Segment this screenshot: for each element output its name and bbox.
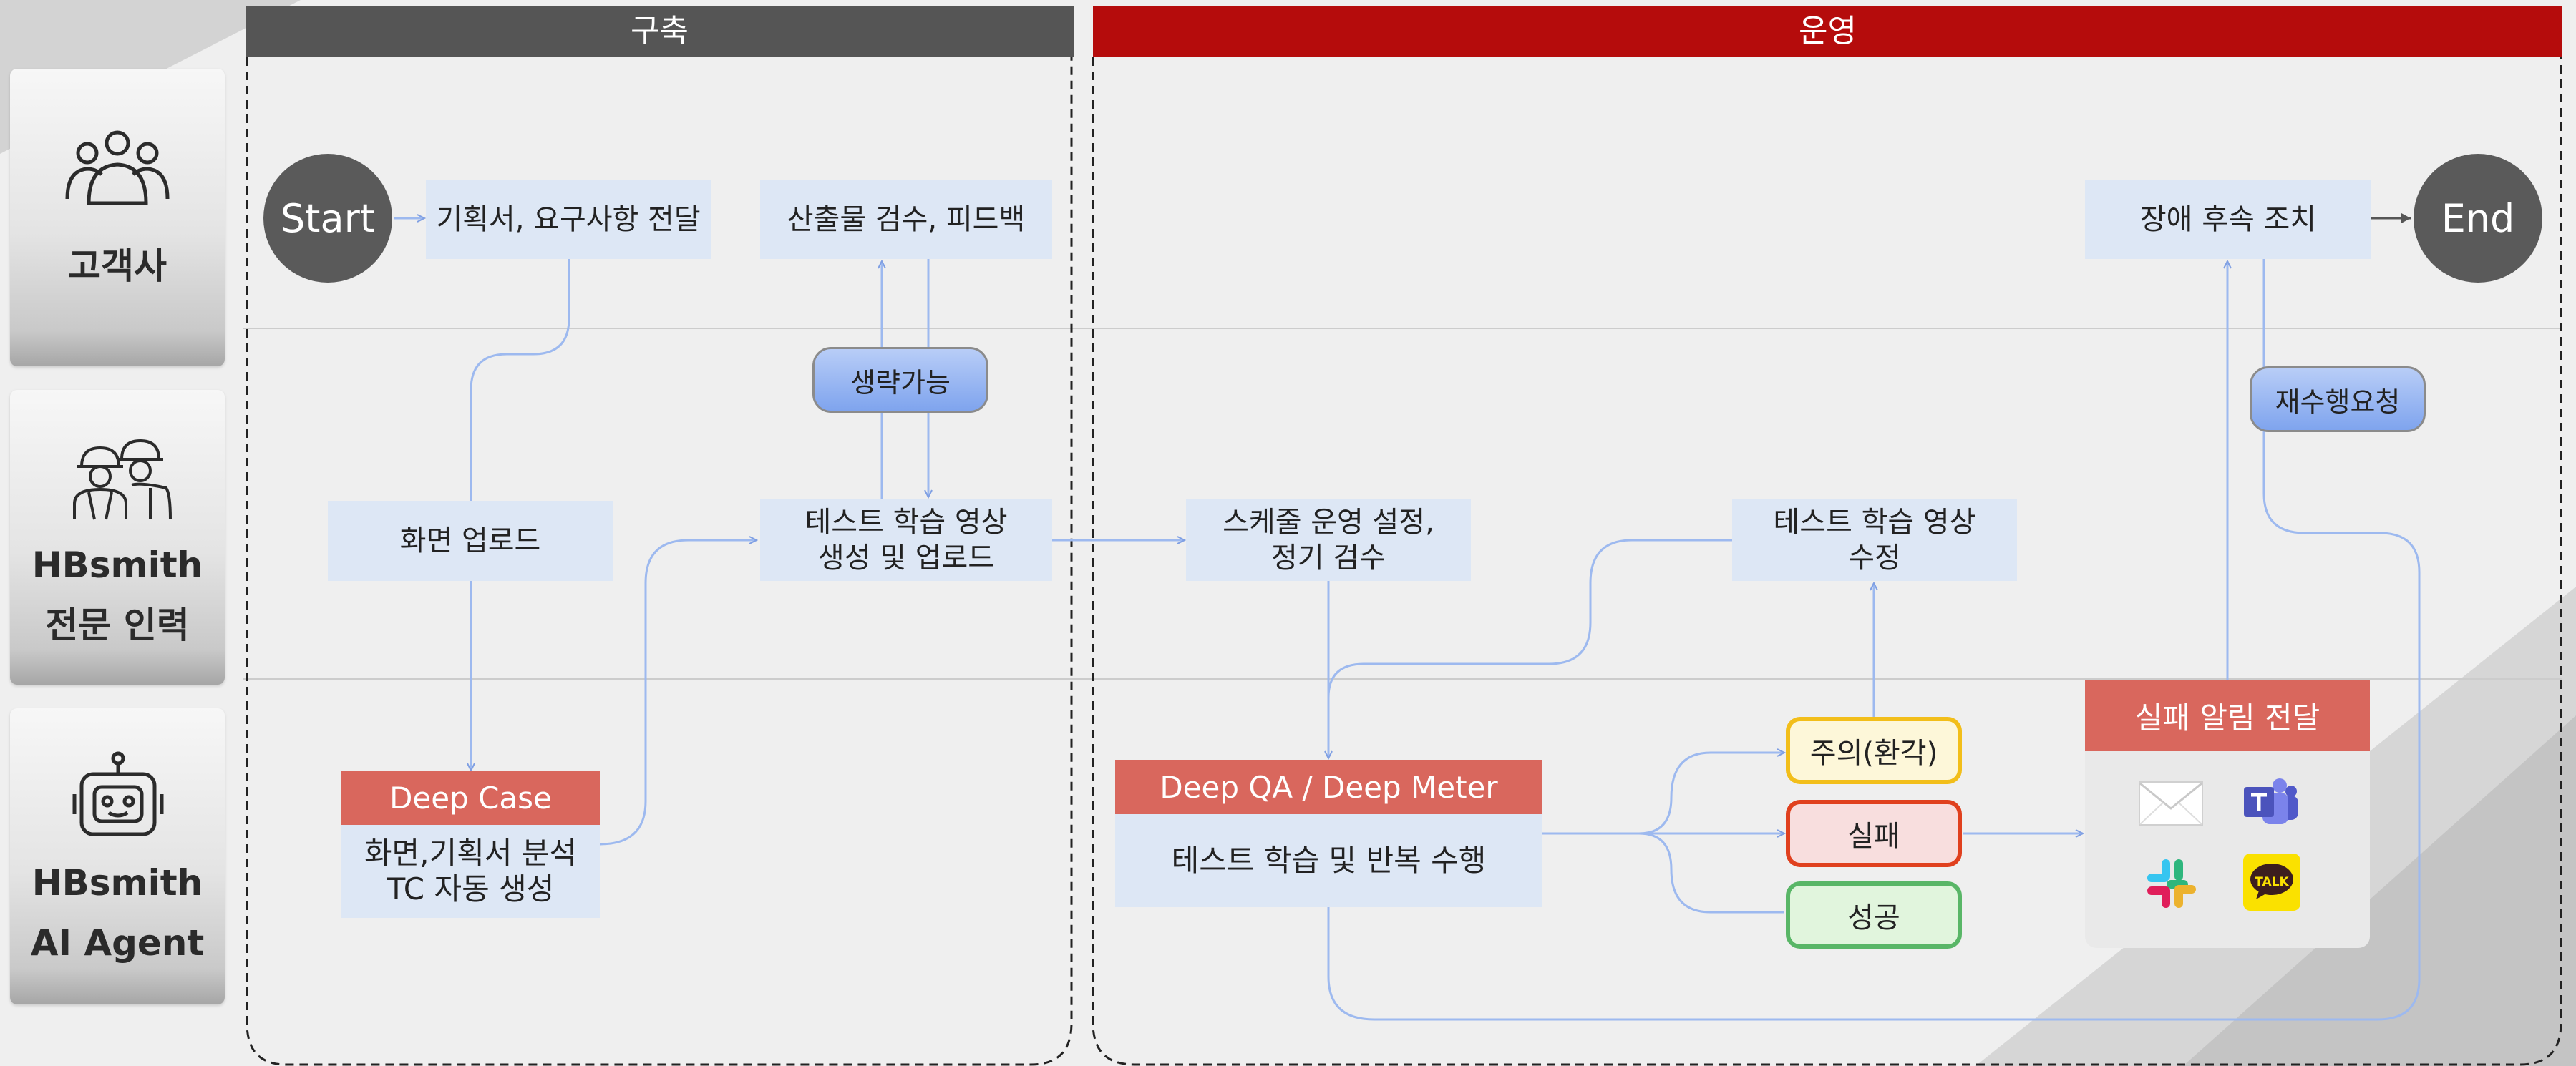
kakaotalk-icon: TALK xyxy=(2243,854,2300,911)
notification-channels-panel xyxy=(2085,751,2370,948)
arrow-deep-case-test-video xyxy=(599,540,757,846)
followup-node: 장애 후속 조치 xyxy=(2085,180,2371,259)
arrow-deep-qa-success xyxy=(1542,832,1784,914)
fail-status: 실패 xyxy=(1786,800,1962,867)
end-node: End xyxy=(2414,154,2542,283)
slack-icon xyxy=(2147,859,2196,908)
review-node: 산출물 검수, 피드백 xyxy=(760,180,1052,259)
schedule-node: 스케줄 운영 설정, 정기 검수 xyxy=(1186,499,1471,581)
deep-case-header: Deep Case xyxy=(341,771,600,825)
lane-divider-1 xyxy=(243,328,2562,329)
lane-label-expert-line2: 전문 인력 xyxy=(45,605,190,646)
optional-badge: 생략가능 xyxy=(812,347,988,413)
lane-card-expert xyxy=(10,390,225,685)
lane-label-agent-line2: AI Agent xyxy=(30,922,205,964)
lane-card-customer xyxy=(10,69,225,366)
deep-case-body: 화면,기획서 분석 TC 자동 생성 xyxy=(341,825,600,918)
fail-notice-header: 실패 알림 전달 xyxy=(2085,680,2370,751)
workers-icon xyxy=(73,439,172,520)
talk-bubble-icon xyxy=(2250,864,2293,899)
start-node: Start xyxy=(263,154,392,283)
deep-qa-header: Deep QA / Deep Meter xyxy=(1115,760,1542,814)
success-status: 성공 xyxy=(1786,881,1962,949)
phase-header-operate: 운영 xyxy=(1093,6,2562,57)
people-group-icon xyxy=(65,130,170,205)
mail-icon xyxy=(2139,781,2203,826)
lane-label-expert-line1: HBsmith xyxy=(31,544,203,586)
lane-card-agent xyxy=(10,708,225,1004)
teams-icon xyxy=(2244,778,2298,824)
deep-qa-body: 테스트 학습 및 반복 수행 xyxy=(1115,814,1542,907)
arrow-requirements-screen-upload xyxy=(470,259,570,501)
retry-request-badge: 재수행요청 xyxy=(2250,366,2426,432)
phase-header-build: 구축 xyxy=(246,6,1074,57)
lane-divider-2 xyxy=(243,678,2562,680)
talk-label: TALK xyxy=(2255,875,2289,889)
arrow-deep-qa-caution xyxy=(1542,753,1784,835)
robot-icon xyxy=(72,751,164,836)
arrow-retry-loop xyxy=(1327,259,2421,1021)
lane-label-agent-line1: HBsmith xyxy=(31,862,203,904)
test-video-create-node: 테스트 학습 영상 생성 및 업로드 xyxy=(760,499,1052,581)
caution-status: 주의(환각) xyxy=(1786,717,1962,784)
arrow-video-edit-deep-qa xyxy=(1327,539,1732,698)
screen-upload-node: 화면 업로드 xyxy=(328,501,613,581)
test-video-edit-node: 테스트 학습 영상 수정 xyxy=(1732,499,2017,581)
lane-label-customer: 고객사 xyxy=(68,245,167,287)
requirements-node: 기획서, 요구사항 전달 xyxy=(426,180,711,259)
